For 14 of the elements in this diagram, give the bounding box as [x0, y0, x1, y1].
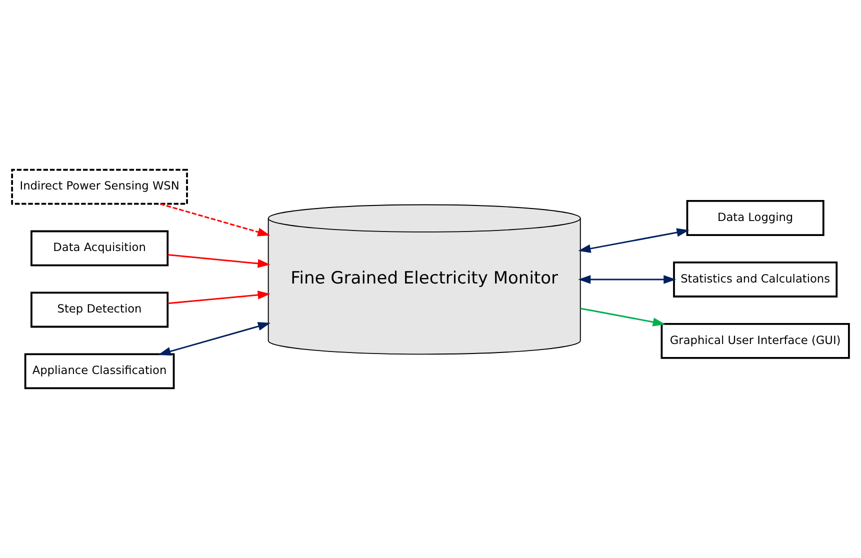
arrow [168, 290, 270, 304]
arrow [160, 203, 270, 236]
node-box: Data Acquisition [30, 230, 169, 266]
node-box: Appliance Classification [24, 353, 175, 390]
arrow [168, 254, 270, 268]
arrow [158, 322, 271, 356]
node-box: Indirect Power Sensing WSN [11, 168, 188, 205]
node-box: Step Detection [30, 292, 169, 328]
node-box: Graphical User Interface (GUI) [660, 322, 850, 359]
node-box: Statistics and Calculations [673, 262, 838, 298]
node-box: Data Logging [686, 200, 824, 236]
arrow [578, 228, 690, 253]
arrow [580, 308, 666, 326]
arrow [578, 275, 676, 284]
